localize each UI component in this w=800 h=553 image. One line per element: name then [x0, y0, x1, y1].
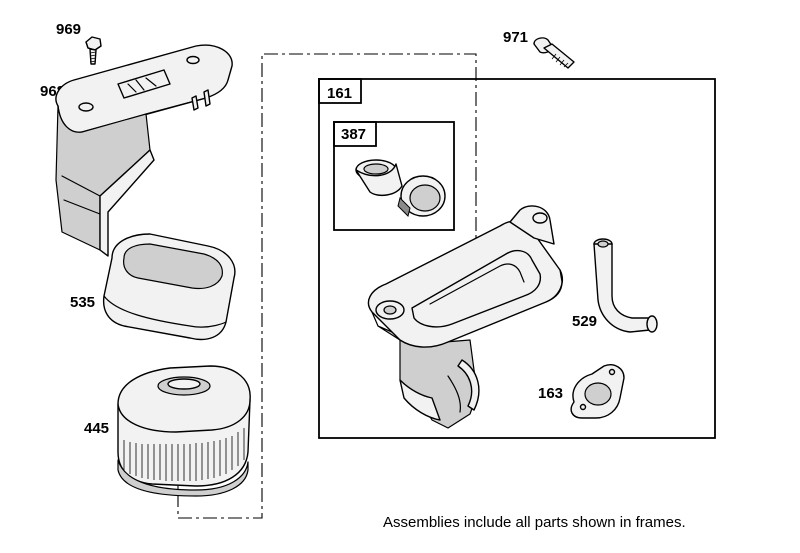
label-971[interactable]: 971 — [503, 29, 528, 46]
label-387[interactable]: 387 — [341, 126, 366, 143]
label-535[interactable]: 535 — [70, 294, 95, 311]
air-cleaner-cover-968[interactable] — [55, 44, 233, 257]
breather-tube-529[interactable] — [593, 238, 658, 333]
bolt-971[interactable] — [533, 37, 575, 69]
frame-387-tag — [333, 121, 377, 147]
frame-161 — [318, 78, 716, 439]
filter-cartridge-445[interactable] — [117, 365, 251, 497]
label-445[interactable]: 445 — [84, 420, 109, 437]
frame-387 — [333, 121, 455, 231]
pre-filter-535[interactable] — [102, 233, 236, 341]
frame-161-tag — [318, 78, 362, 104]
label-161[interactable]: 161 — [327, 85, 352, 102]
assemblies-note: Assemblies include all parts shown in fr… — [383, 514, 686, 531]
gasket-163[interactable] — [570, 364, 625, 419]
label-969[interactable]: 969 — [56, 21, 81, 38]
bushing-set-387[interactable] — [355, 159, 446, 217]
air-cleaner-base-161[interactable] — [367, 205, 564, 429]
label-529[interactable]: 529 — [572, 313, 597, 330]
screw-969[interactable] — [85, 36, 102, 65]
label-163[interactable]: 163 — [538, 385, 563, 402]
alignment-leader-line — [177, 53, 477, 519]
